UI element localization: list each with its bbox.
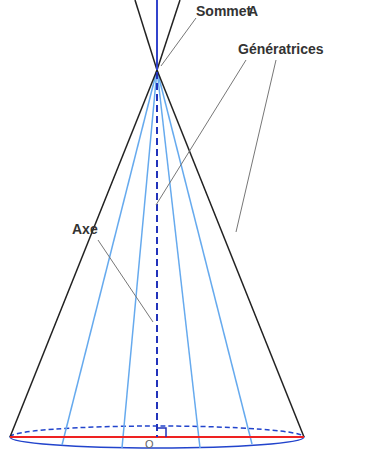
- generatrix-label: Génératrices: [238, 42, 324, 57]
- axis-extension: [156, 0, 158, 70]
- generatrix: [122, 70, 157, 448]
- leader-line: [98, 240, 153, 322]
- vertex-label: Sommet: [196, 4, 251, 19]
- axis-label: Axe: [72, 222, 98, 237]
- cone-extension: [157, 0, 180, 70]
- cone-extension: [135, 0, 157, 70]
- outer-generatrix: [157, 70, 304, 437]
- base-front: [10, 437, 304, 448]
- leader-line: [156, 60, 246, 205]
- generatrix: [62, 70, 157, 445]
- leader-line: [161, 18, 196, 66]
- outer-generatrix: [10, 70, 157, 437]
- generatrix: [157, 70, 200, 448]
- vertex-letter: A: [248, 4, 258, 19]
- center-label: O: [145, 438, 154, 450]
- leader-line: [236, 60, 276, 232]
- right-angle-mark: [157, 428, 166, 437]
- axis: [156, 72, 158, 437]
